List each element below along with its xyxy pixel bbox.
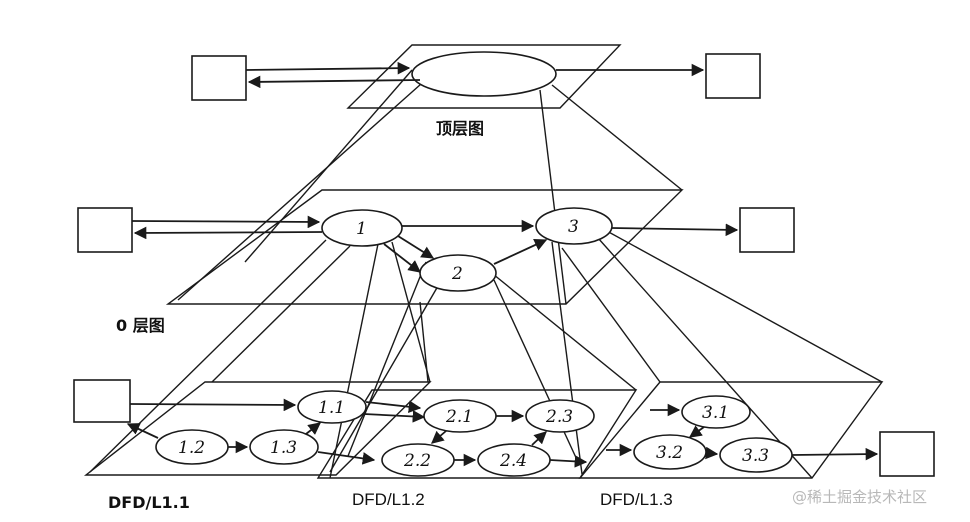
process-2-4-label: 2.4: [499, 451, 527, 471]
process-1-3-label: 1.3: [270, 438, 297, 458]
process-3-label: 3: [568, 217, 579, 237]
process-1: [321, 209, 403, 247]
process-2-3: [525, 399, 595, 433]
process-1-3: [249, 429, 319, 465]
level0-plane: [165, 189, 684, 305]
top-caption: 顶层图: [436, 119, 484, 138]
process-3-1: [681, 395, 751, 429]
process-2: [419, 254, 497, 292]
process-2-label: 2: [451, 264, 463, 284]
dfd12-flow-2-4-out: [549, 455, 588, 468]
dfd11-source-entity: [73, 379, 131, 423]
dfd11-flow-1-1-2-1b: [363, 410, 426, 423]
l0-flow-1-2b: [383, 243, 421, 273]
watermark: @稀土掘金技术社区: [792, 488, 927, 506]
dfd11-caption: DFD/L1.1: [108, 493, 190, 512]
dfd13-flow-3-2-3-3: [705, 446, 719, 460]
level0-source-entity: [77, 207, 133, 253]
dfd11-flow-to-1-1: [129, 398, 297, 412]
dfd11-flow-to-1-2: [126, 423, 159, 439]
level0-caption: 0 层图: [116, 316, 165, 335]
l0-flow-in: [131, 215, 321, 229]
dfd13-flow-3-3-out: [791, 447, 879, 461]
top-sink-entity: [705, 53, 761, 99]
l0-flow-back: [133, 226, 323, 240]
top-source-entity: [191, 55, 247, 101]
dfd11-flow-1-3-1-1: [305, 422, 321, 435]
projection-lines: [89, 69, 883, 479]
dfd12-caption: DFD/L1.2: [352, 490, 425, 509]
l0-flow-out: [611, 223, 739, 237]
process-2-2-label: 2.2: [403, 451, 431, 471]
process-3: [535, 207, 613, 245]
dfd11-flow-1-3-2-2: [317, 451, 376, 465]
process-3-3-label: 3.3: [742, 446, 769, 466]
dfd13-sink-entity: [879, 431, 935, 477]
l0-flow-1-2a: [397, 235, 435, 259]
process-1-2-label: 1.2: [178, 438, 205, 458]
dfd13-flow-3-1-3-2: [688, 425, 705, 438]
dfd11-flow-1-1-2-1a: [365, 400, 422, 414]
top-flow-back: [247, 75, 421, 89]
top-system-process: [411, 51, 557, 97]
l0-flow-2-3: [493, 239, 548, 265]
dfd13-caption: DFD/L1.3: [600, 490, 673, 509]
dfd11-plane: [83, 381, 432, 476]
dfd12-flow-2-1-2-2: [431, 430, 447, 444]
process-2-3-label: 2.3: [545, 407, 573, 427]
process-1-1: [297, 390, 367, 424]
process-3-1-label: 3.1: [702, 403, 729, 423]
top-flow-in: [245, 61, 411, 75]
process-3-2-label: 3.2: [656, 443, 683, 463]
dfd12-flow-2-4-2-3: [531, 431, 547, 446]
top-plane: [346, 44, 622, 109]
process-2-1-label: 2.1: [445, 407, 473, 427]
process-1-1-label: 1.1: [318, 398, 345, 418]
process-1-label: 1: [356, 219, 367, 239]
level0-sink-entity: [739, 207, 795, 253]
